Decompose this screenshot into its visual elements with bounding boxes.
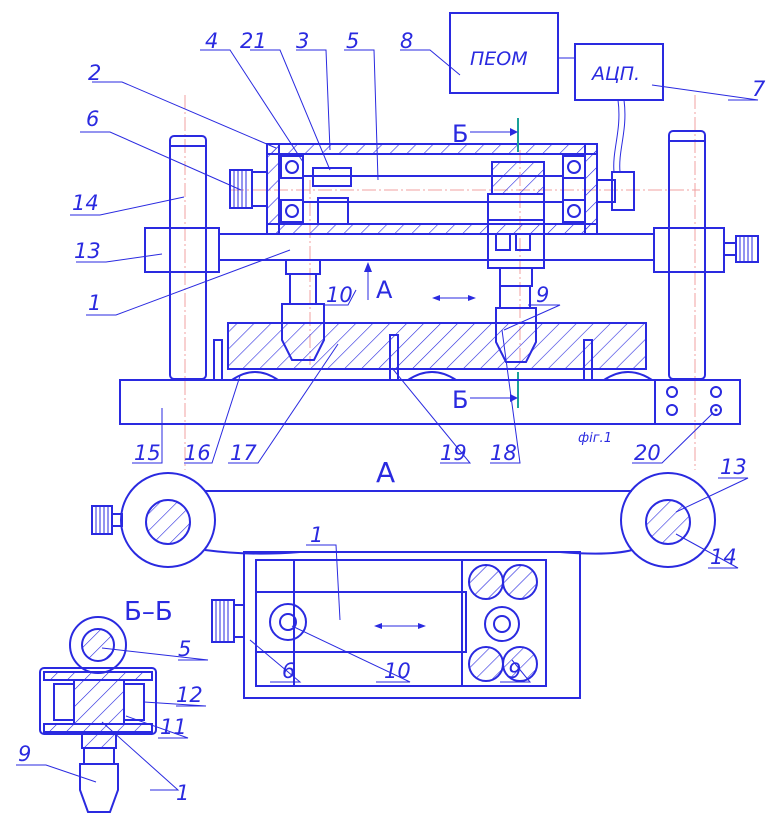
- clamp-right: [653, 227, 725, 273]
- leaders-top: [70, 49, 759, 464]
- sensor-encoder: [611, 171, 635, 211]
- section-bb-title: Б–Б: [124, 597, 173, 627]
- lead-screw: [302, 167, 564, 225]
- pad-1: [231, 371, 279, 381]
- motion-arrow: [432, 295, 476, 301]
- adc-cable: [613, 99, 626, 173]
- view-a-callout-14: 14: [710, 545, 737, 569]
- pad-2: [407, 371, 457, 381]
- pc-box-label: ПЕОМ: [470, 48, 528, 70]
- section-line-b: [470, 118, 519, 408]
- callout-1: 1: [88, 291, 101, 315]
- view-a-motion-arrow: [374, 623, 426, 629]
- section-callout-11: 11: [160, 715, 187, 739]
- view-a-chucks: [468, 564, 538, 682]
- callout-8: 8: [400, 29, 413, 53]
- base-plate: [119, 379, 741, 425]
- view-a-callout-13: 13: [720, 455, 747, 479]
- view-a-clamp-screw: [91, 505, 123, 535]
- callout-13: 13: [74, 239, 101, 263]
- callout-21: 21: [240, 29, 267, 53]
- callout-16: 16: [184, 441, 211, 465]
- sensor-shaft: [596, 179, 616, 203]
- callout-4: 4: [205, 29, 218, 53]
- beam: [218, 233, 655, 261]
- section-callout-1: 1: [176, 781, 189, 805]
- adc-box-label: АЦП.: [590, 63, 640, 85]
- callout-2: 2: [88, 61, 101, 85]
- view-a-callout-6: 6: [282, 659, 295, 683]
- pc-box: ПЕОМ: [449, 12, 559, 94]
- callout-19: 19: [440, 441, 467, 465]
- view-a-housing: [243, 551, 581, 699]
- section-bb: [39, 616, 157, 813]
- section-callout-12: 12: [176, 683, 203, 707]
- clamp-screw-right: [723, 235, 759, 263]
- clamp-left: [144, 227, 220, 273]
- callout-14: 14: [72, 191, 99, 215]
- view-a-callout-10: 10: [384, 659, 411, 683]
- adc-box: АЦП.: [574, 43, 664, 101]
- callout-9: 9: [536, 283, 549, 307]
- section-callout-9: 9: [18, 742, 31, 766]
- callout-20: 20: [634, 441, 661, 465]
- callout-6: 6: [86, 107, 99, 131]
- callout-7: 7: [752, 77, 766, 101]
- view-a-handwheel: [211, 599, 245, 643]
- callout-5: 5: [346, 29, 359, 53]
- view-arrow-a-label: А: [376, 276, 393, 304]
- section-mark-bottom: Б: [452, 386, 468, 414]
- carriage: [487, 161, 545, 287]
- column-right: [668, 130, 706, 380]
- figure-caption: фіг.1: [578, 431, 612, 446]
- view-a-title: А: [376, 456, 395, 489]
- callout-3: 3: [296, 29, 309, 53]
- leaders-view-a: [249, 477, 749, 683]
- bearings: [280, 155, 586, 223]
- handwheel: [229, 169, 268, 209]
- support-left: [213, 339, 223, 381]
- callout-10: 10: [326, 283, 353, 307]
- callout-18: 18: [490, 441, 517, 465]
- section-callout-5: 5: [178, 637, 191, 661]
- housing: [266, 143, 598, 235]
- leaders-section: [16, 647, 209, 791]
- workpiece: [227, 322, 647, 370]
- callout-15: 15: [134, 441, 161, 465]
- pad-3: [603, 371, 653, 381]
- callout-17: 17: [230, 441, 257, 465]
- view-a-callout-1: 1: [310, 523, 323, 547]
- terminal-block: [666, 386, 722, 416]
- section-mark-top: Б: [452, 120, 468, 148]
- view-a-callout-9: 9: [508, 659, 521, 683]
